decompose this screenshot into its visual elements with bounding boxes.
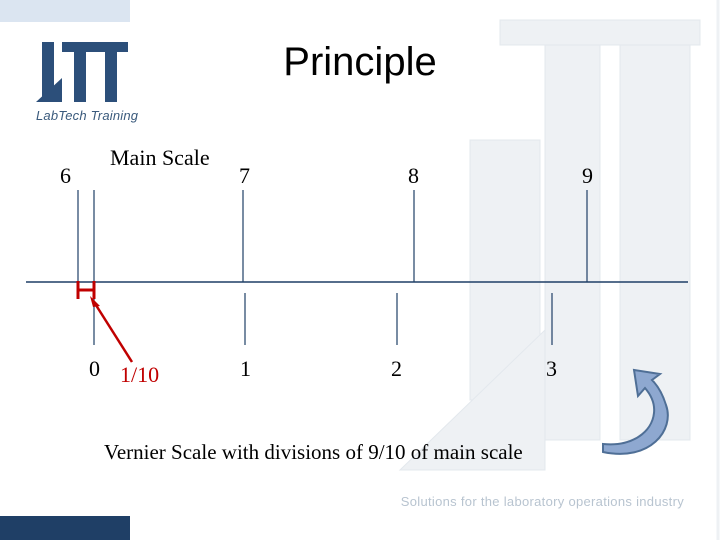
main-tick-label-8: 8 [408, 163, 419, 188]
bottom-accent-bar [0, 516, 130, 540]
vernier-caption: Vernier Scale with divisions of 9/10 of … [104, 440, 523, 464]
vernier-tick-label-3: 3 [546, 356, 557, 381]
watermark-logo [398, 19, 701, 471]
top-accent-bar [0, 0, 130, 22]
main-tick-label-9: 9 [582, 163, 593, 188]
vernier-tick-label-0: 0 [89, 356, 100, 381]
main-scale-label: Main Scale [110, 145, 210, 170]
logo-text: LabTech Training [36, 108, 139, 123]
main-tick-label-7: 7 [239, 163, 250, 188]
vernier-tick-label-2: 2 [391, 356, 402, 381]
lt-logo-icon [36, 42, 128, 102]
vernier-tick-label-1: 1 [240, 356, 251, 381]
slide-title: Principle [283, 40, 437, 84]
difference-pointer-arrow [92, 301, 134, 363]
difference-label: 1/10 [120, 362, 160, 387]
difference-marker [76, 281, 96, 299]
footer-tagline: Solutions for the laboratory operations … [400, 494, 684, 509]
main-tick-label-6: 6 [60, 163, 71, 188]
curved-arrow-icon [602, 368, 669, 455]
